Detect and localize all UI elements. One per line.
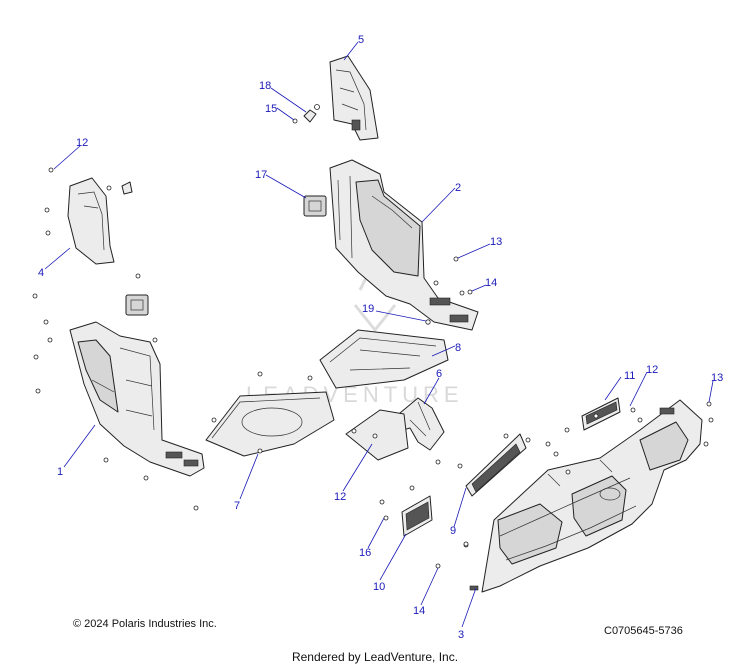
- drawing-code: C0705645-5736: [604, 625, 683, 637]
- callout-7[interactable]: 7: [234, 500, 240, 512]
- part-1-left-side-panel[interactable]: [69, 321, 205, 511]
- fasteners-misc[interactable]: [379, 401, 712, 569]
- callout-13-right[interactable]: 13: [711, 372, 723, 384]
- fasteners-upper-right[interactable]: [425, 256, 473, 325]
- part-12-lower-plate[interactable]: [345, 409, 409, 461]
- callout-9[interactable]: 9: [450, 525, 456, 537]
- rendered-by-text: Rendered by LeadVenture, Inc.: [291, 650, 459, 664]
- part-17-grommet[interactable]: [303, 195, 327, 217]
- callout-labels: 1 2 3 4 5 6 7 8 9 10 11 12 12 12 13 13 1…: [38, 34, 723, 641]
- callout-8[interactable]: 8: [455, 342, 461, 354]
- callout-18[interactable]: 18: [259, 80, 271, 92]
- leader-lines: [44, 41, 714, 628]
- part-9-grille[interactable]: [465, 433, 527, 497]
- left-grommet[interactable]: [125, 294, 149, 316]
- part-8-center-floor-plate[interactable]: [319, 329, 449, 389]
- callout-19[interactable]: 19: [362, 303, 374, 315]
- callout-12-center[interactable]: 12: [334, 491, 346, 503]
- part-4-left-upper-panel[interactable]: [67, 177, 141, 279]
- part-11-right-grille[interactable]: [581, 397, 621, 431]
- part-7-left-floor-plate[interactable]: [205, 371, 335, 457]
- callout-4[interactable]: 4: [38, 267, 44, 279]
- callout-15[interactable]: 15: [265, 103, 277, 115]
- callout-14-upper[interactable]: 14: [485, 277, 497, 289]
- part-5-upper-panel[interactable]: [329, 55, 379, 141]
- part-10-small-grille[interactable]: [401, 495, 433, 537]
- callout-16[interactable]: 16: [359, 547, 371, 559]
- callout-12-left[interactable]: 12: [76, 137, 88, 149]
- callout-10[interactable]: 10: [373, 581, 385, 593]
- callout-2[interactable]: 2: [455, 182, 461, 194]
- callout-12-right[interactable]: 12: [646, 364, 658, 376]
- callout-17[interactable]: 17: [255, 169, 267, 181]
- copyright-text: © 2024 Polaris Industries Inc.: [73, 618, 217, 630]
- callout-14-lower[interactable]: 14: [413, 605, 425, 617]
- fasteners-left-column[interactable]: [32, 167, 54, 394]
- callout-5[interactable]: 5: [358, 34, 364, 46]
- callout-3[interactable]: 3: [458, 629, 464, 641]
- callout-13-upper[interactable]: 13: [490, 236, 502, 248]
- callout-1[interactable]: 1: [57, 466, 63, 478]
- part-2-center-panel[interactable]: [329, 159, 479, 331]
- part-3-rear-bulkhead[interactable]: [463, 399, 714, 593]
- callout-6[interactable]: 6: [436, 368, 442, 380]
- callout-11[interactable]: 11: [624, 370, 635, 382]
- part-18-clip[interactable]: [303, 104, 320, 123]
